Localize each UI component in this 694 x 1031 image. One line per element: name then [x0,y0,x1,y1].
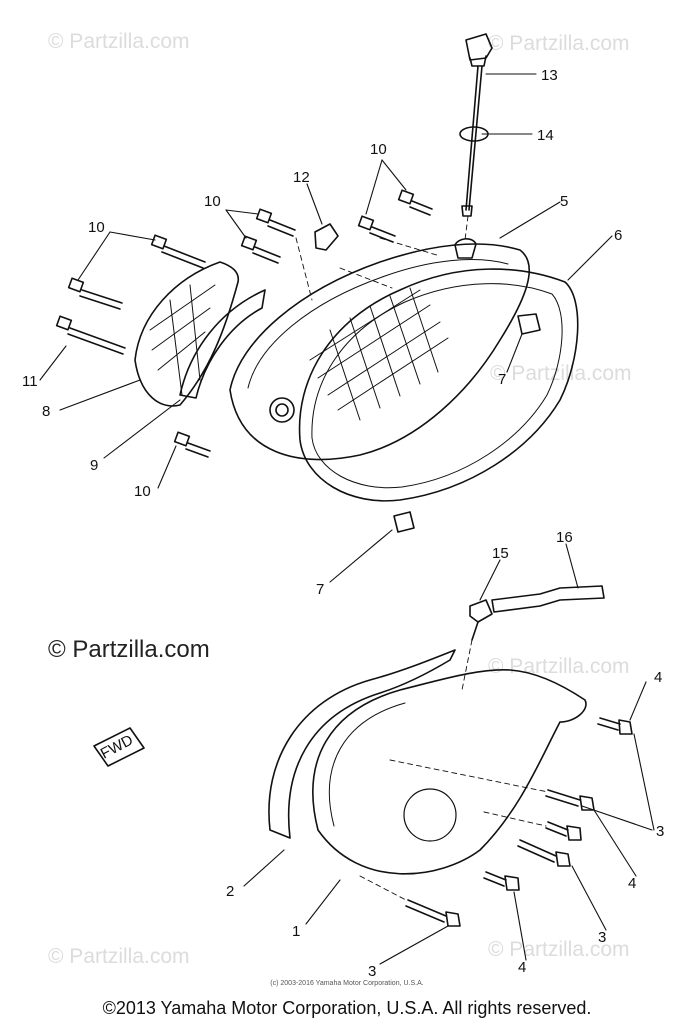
gasket-part [298,268,579,502]
callout-10: 10 [370,141,387,158]
fwd-label: FWD [98,731,136,762]
bolt-part [240,235,281,264]
callout-11: 11 [22,373,38,390]
screw-part [597,717,633,735]
callout-10: 10 [134,483,151,500]
callout-3: 3 [368,963,376,980]
bolt-part [55,315,126,355]
bolt-part [67,277,123,310]
watermark: © Partzilla.com [48,30,190,53]
footer-copyright: ©2013 Yamaha Motor Corporation, U.S.A. A… [102,998,592,1018]
watermark-dark: © Partzilla.com [48,636,210,663]
dowel-pin-part [393,511,415,533]
screw-part [545,789,595,811]
screw-part [517,839,571,867]
small-cover-part [134,261,240,407]
hose-part [491,585,605,613]
callout-8: 8 [42,403,50,420]
screw-part [405,899,461,927]
lower-gasket-part [268,649,456,839]
diagram-copyright: (c) 2003-2016 Yamaha Motor Corporation, … [270,980,424,987]
callout-7: 7 [498,371,506,388]
crankcase-cover-part [229,243,530,461]
dowel-pin-part [517,313,541,335]
bolt-part [173,431,211,458]
callout-3: 3 [656,823,664,840]
callout-10: 10 [204,193,221,210]
bolt-part [397,189,433,216]
callout-4: 4 [518,959,526,976]
callout-3: 3 [598,929,606,946]
callout-4: 4 [628,875,636,892]
callout-12: 12 [293,169,310,186]
callout-5: 5 [560,193,568,210]
callout-16: 16 [556,529,573,546]
watermark: © Partzilla.com [48,945,190,968]
small-gasket-part [179,289,266,399]
bracket-part [314,223,339,251]
screw-part [545,821,582,841]
callout-7: 7 [316,581,324,598]
callout-9: 9 [90,457,98,474]
callout-labels: 13 14 10 12 10 10 5 6 11 7 8 9 10 7 15 1… [22,67,664,980]
screw-part [483,871,520,891]
fwd-arrow-icon [93,727,145,767]
outer-cover-part [312,668,587,875]
callout-15: 15 [492,545,509,562]
bolt-part [357,215,396,243]
callout-1: 1 [292,923,300,940]
callout-13: 13 [541,67,558,84]
bolt-part [150,234,206,269]
bolt-part [255,208,296,237]
callout-14: 14 [537,127,554,144]
callout-4: 4 [654,669,662,686]
dipstick-part [461,33,493,217]
watermark: © Partzilla.com [490,362,632,385]
callout-6: 6 [614,227,622,244]
callout-2: 2 [226,883,234,900]
hose-fitting-part [469,599,493,623]
callout-10: 10 [88,219,105,236]
watermark: © Partzilla.com [488,32,630,55]
